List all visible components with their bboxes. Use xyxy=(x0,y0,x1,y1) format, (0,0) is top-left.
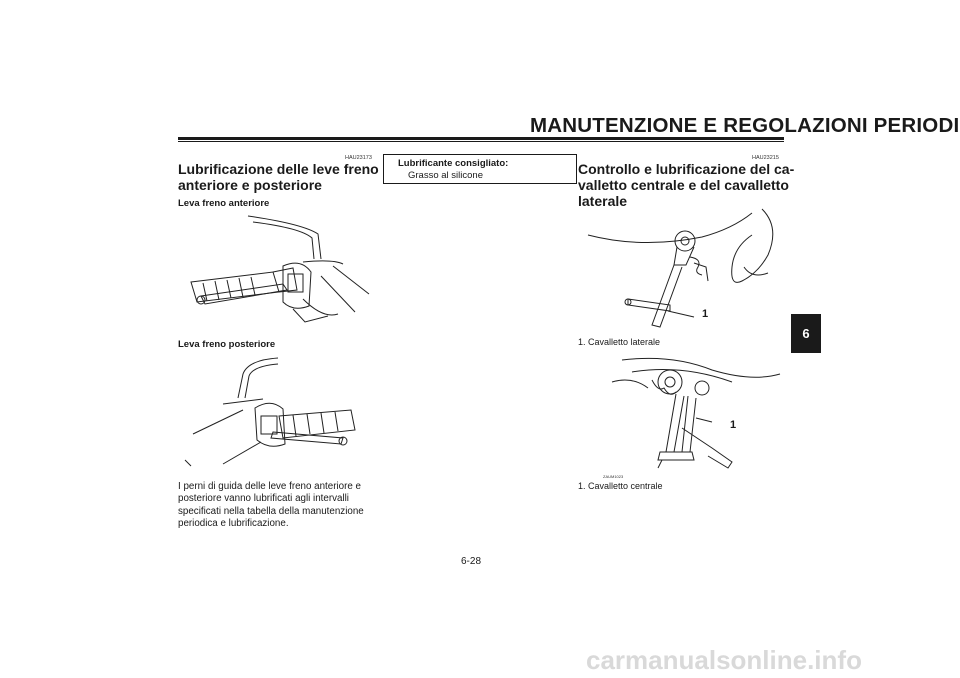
header-rule-thin xyxy=(178,141,784,142)
front-brake-lever-illustration xyxy=(183,214,373,329)
heading-line: Controllo e lubrificazione del ca- xyxy=(578,161,795,177)
note-value: Grasso al silicone xyxy=(408,169,483,181)
page-number: 6-28 xyxy=(461,556,482,567)
header-rule xyxy=(178,137,784,140)
figure-caption: 1. Cavalletto laterale xyxy=(578,337,661,347)
page-title: MANUTENZIONE E REGOLAZIONI PERIODICHE xyxy=(530,114,960,137)
subheading-rear-lever: Leva freno posteriore xyxy=(178,339,276,350)
heading-line: Lubrificazione delle leve freno xyxy=(178,161,379,177)
subheading-front-lever: Leva freno anteriore xyxy=(178,198,270,209)
paragraph-levers: I perni di guida delle leve freno anteri… xyxy=(178,481,364,530)
figure-caption: 1. Cavalletto centrale xyxy=(578,481,663,491)
heading-line: anteriore e posteriore xyxy=(178,177,322,193)
side-stand-illustration xyxy=(582,207,782,335)
chapter-tab: 6 xyxy=(791,314,821,353)
section-heading: Lubrificazione delle leve freno anterior… xyxy=(178,161,379,193)
section-code: HAU23215 xyxy=(752,155,779,161)
watermark: carmanualsonline.info xyxy=(586,645,862,675)
center-stand-illustration xyxy=(592,352,782,477)
callout-1: 1 xyxy=(702,308,709,320)
section-code: HAU23173 xyxy=(345,155,372,161)
section-heading: Controllo e lubrificazione del ca- valle… xyxy=(578,161,794,209)
rear-brake-lever-illustration xyxy=(183,354,373,474)
figure-code: ZAUM1023 xyxy=(603,474,624,479)
heading-line: valletto centrale e del cavalletto xyxy=(578,177,789,193)
note-title: Lubrificante consigliato: xyxy=(398,158,509,169)
heading-line: laterale xyxy=(578,193,628,209)
lubricant-note-box: Lubrificante consigliato: Grasso al sili… xyxy=(383,154,577,184)
callout-1: 1 xyxy=(730,419,737,431)
